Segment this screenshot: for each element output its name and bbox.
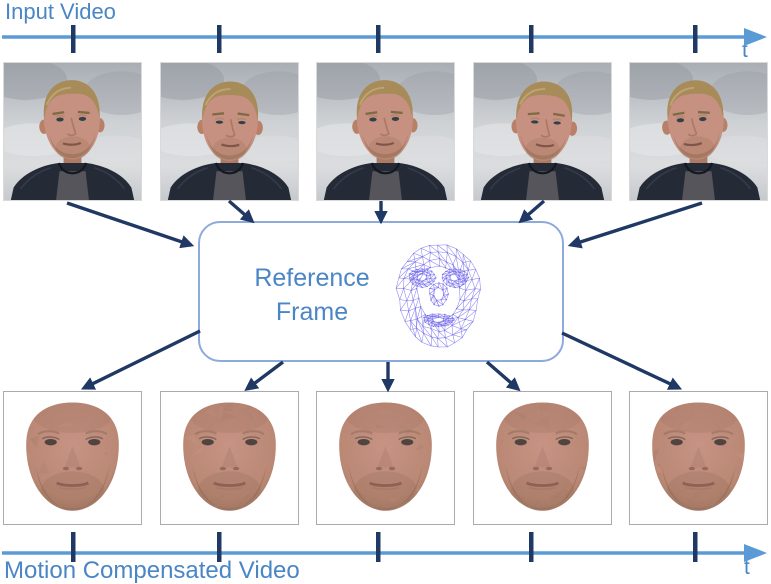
arrow-input4-to-reference (518, 199, 546, 224)
timeline-tick (217, 25, 222, 53)
motion-compensated-video-label: Motion Compensated Video (4, 557, 300, 584)
output-frames-row (0, 391, 771, 525)
arrow-input2-to-reference (227, 199, 255, 224)
reference-frame-title-line2: Frame (275, 298, 349, 326)
face-mesh-icon (395, 244, 481, 348)
reference-frame-box: Reference Frame (198, 221, 564, 362)
timeline-tick (529, 532, 534, 562)
arrow-reference-to-output4 (485, 360, 521, 392)
timeline-tick (693, 532, 698, 562)
input-video-label: Input Video (5, 0, 116, 24)
output-frame-4 (472, 391, 612, 525)
headshot-photo-icon (4, 63, 141, 200)
input-frame-2 (159, 62, 299, 201)
timeline-tick (376, 25, 381, 53)
bottom-time-axis-label: t (744, 556, 750, 579)
compensated-face-icon (495, 402, 589, 511)
input-frames-row (0, 62, 771, 201)
input-frame-4 (472, 62, 612, 201)
reference-frame-title: Reference Frame (224, 261, 400, 329)
arrow-reference-to-output5 (561, 331, 683, 390)
compensated-face-icon (26, 402, 119, 511)
timeline-tick (693, 25, 698, 53)
compensated-face-icon (339, 402, 432, 511)
output-frame-3 (316, 391, 455, 525)
input-frame-5 (629, 62, 768, 201)
output-frame-2 (159, 391, 299, 525)
arrow-input5-to-reference (567, 201, 703, 249)
output-frame-1 (3, 391, 142, 525)
headshot-photo-icon (473, 63, 611, 200)
top-timeline (2, 25, 767, 53)
timeline-tick (376, 532, 381, 562)
timeline-tick (529, 25, 534, 53)
output-frame-5 (629, 391, 768, 525)
headshot-photo-icon (630, 63, 767, 200)
input-frame-3 (316, 62, 455, 201)
headshot-photo-icon (160, 63, 298, 200)
timeline-tick (71, 25, 76, 53)
arrow-reference-to-output2 (244, 360, 285, 392)
top-time-axis-label: t (742, 39, 748, 62)
arrow-input1-to-reference (66, 201, 195, 249)
reference-frame-title-line1: Reference (254, 264, 370, 292)
headshot-photo-icon (317, 63, 454, 200)
input-frame-1 (3, 62, 142, 201)
compensated-face-icon (182, 402, 276, 511)
arrow-reference-to-output1 (80, 329, 201, 390)
compensated-face-icon (652, 402, 745, 511)
